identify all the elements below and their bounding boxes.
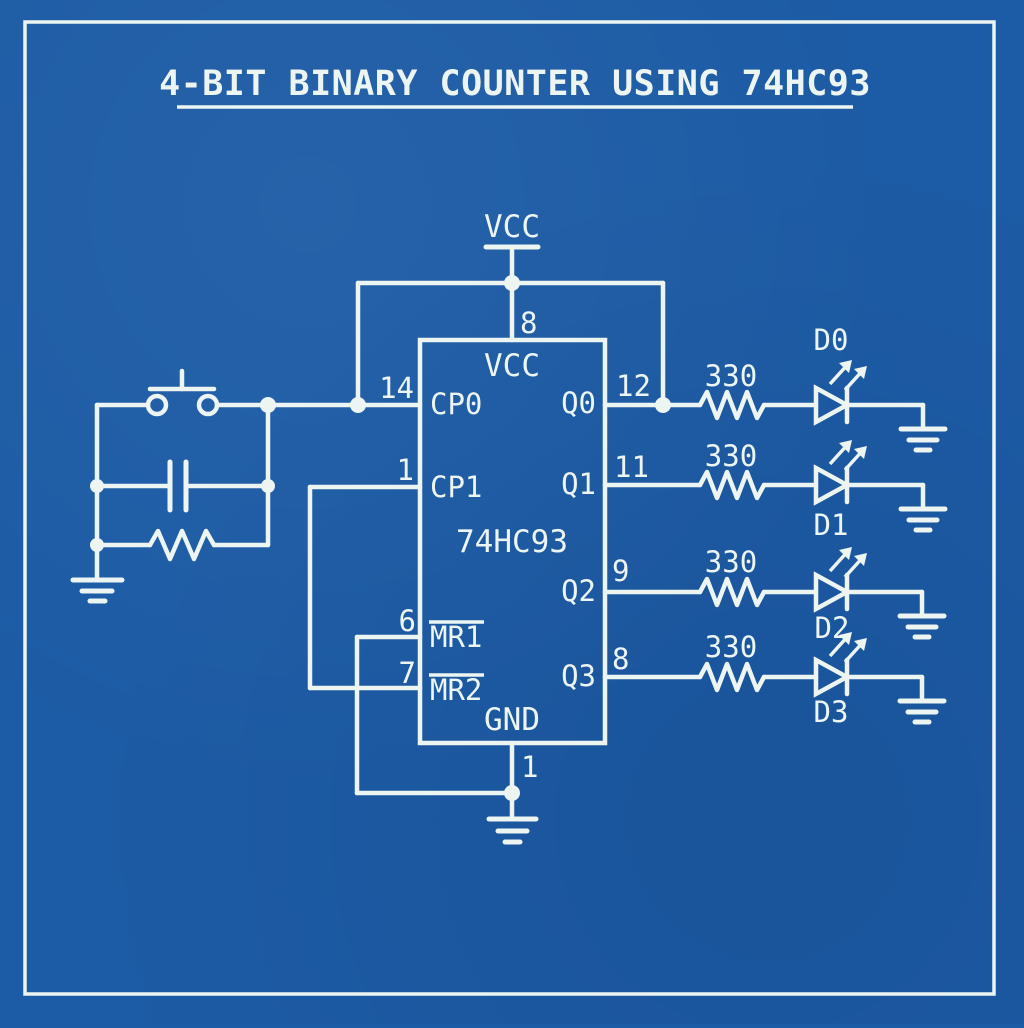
led-arrowhead (839, 440, 852, 453)
output-row-q0: 12 330 D0 (602, 323, 948, 453)
led-arrowhead (854, 553, 867, 566)
resistor-zigzag (147, 528, 217, 562)
blueprint-border (23, 20, 996, 996)
led-label-d3: D3 (814, 695, 849, 729)
pin-number-12: 12 (616, 369, 651, 403)
led-triangle (813, 571, 852, 613)
pin-number-11: 11 (614, 450, 649, 484)
vcc-label: VCC (484, 209, 540, 245)
vcc-symbol: VCC (483, 209, 541, 343)
ic-pin-name-mr1: MR1 (430, 620, 482, 654)
ic-pin-name-cp1: CP1 (430, 470, 482, 504)
resistor-value: 330 (705, 630, 757, 664)
ground-symbol (70, 577, 125, 604)
ground-symbol (898, 426, 948, 453)
ic-pin-name-q3: Q3 (561, 659, 596, 693)
ic-pin-name-mr2: MR2 (430, 673, 482, 707)
junction-dot (90, 538, 104, 552)
ic-vcc-pin-label: VCC (484, 348, 540, 384)
junction-dot (90, 479, 104, 493)
led-triangle (813, 464, 852, 506)
pin-number-8: 8 (612, 642, 629, 676)
ic-74hc93: VCC 74HC93 GND CP0 CP1 MR1 MR2 Q0 Q1 Q2 … (417, 337, 608, 746)
resistor-zigzag (697, 469, 767, 501)
ic-part-number: 74HC93 (456, 524, 568, 560)
junction-dot (261, 479, 275, 493)
led-triangle (813, 384, 852, 426)
led-arrowhead (854, 366, 867, 379)
pushbutton-contact (196, 393, 220, 417)
ground-symbol (486, 816, 539, 845)
junction-dot (260, 397, 276, 413)
pin-number-7: 7 (399, 656, 416, 690)
resistor-zigzag (697, 661, 767, 693)
ic-ground-connection: 1 (486, 740, 539, 845)
output-row-q3: 8 330 D3 (602, 630, 947, 729)
vcc-rail (355, 275, 666, 408)
led-label-d0: D0 (814, 323, 849, 357)
ground-symbol (897, 698, 947, 725)
ground-symbol (897, 613, 947, 640)
output-row-q2: 9 330 D2 (602, 545, 947, 645)
junction-dot (655, 397, 671, 413)
pin-number-14: 14 (379, 371, 414, 405)
pin-number-vcc: 8 (520, 306, 537, 340)
ic-gnd-pin-label: GND (484, 702, 540, 738)
pushbutton-contact (145, 393, 169, 417)
ic-pin-name-q0: Q0 (561, 386, 596, 420)
junction-dot (504, 785, 520, 801)
pin-number-6: 6 (399, 604, 416, 638)
ic-pin-name-q1: Q1 (561, 467, 596, 501)
resistor-value: 330 (705, 439, 757, 473)
led-triangle (813, 656, 852, 698)
led-arrowhead (854, 638, 867, 651)
mr1-ground-routing (354, 634, 515, 796)
junction-dot (350, 397, 366, 413)
junction-dot (504, 275, 520, 291)
diagram-title: 4-BIT BINARY COUNTER USING 74HC93 (159, 64, 871, 104)
led-label-d1: D1 (814, 508, 849, 542)
pin-number-9: 9 (612, 554, 629, 588)
resistor-value: 330 (705, 545, 757, 579)
ic-pin-name-cp0: CP0 (430, 387, 482, 421)
resistor-value: 330 (705, 359, 757, 393)
ic-pin-name-q2: Q2 (561, 574, 596, 608)
led-arrowhead (854, 446, 867, 459)
ground-symbol (898, 506, 948, 533)
resistor-zigzag (697, 389, 767, 421)
cp1-mr2-routing (307, 484, 423, 691)
clock-input-network (70, 368, 423, 604)
led-arrowhead (839, 632, 852, 645)
led-arrowhead (839, 360, 852, 373)
pin-number-1: 1 (397, 453, 414, 487)
resistor-zigzag (697, 576, 767, 608)
pin-number-gnd: 1 (521, 750, 538, 784)
led-arrowhead (839, 547, 852, 560)
output-row-q1: 11 330 D1 (602, 439, 948, 542)
